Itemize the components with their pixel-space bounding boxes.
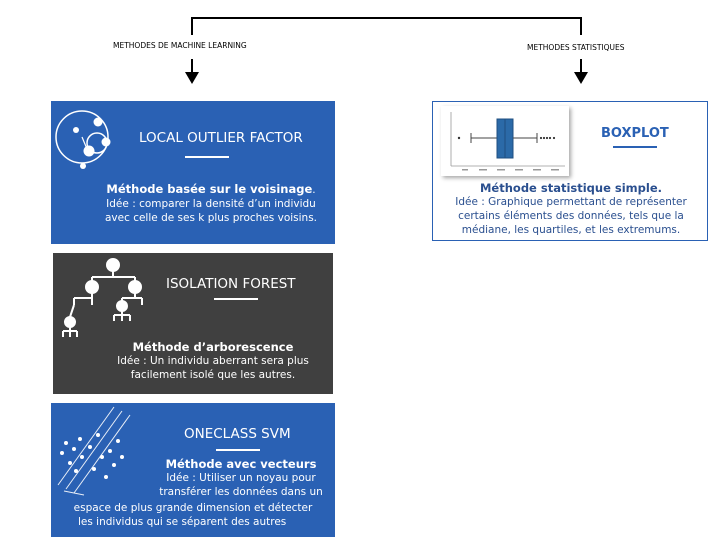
left-branch-label: METHODES DE MACHINE LEARNING <box>113 41 247 50</box>
right-arrow-head <box>574 72 588 84</box>
lof-method-suffix: . <box>312 184 316 196</box>
boxplot-method: Méthode statistique simple. <box>479 181 663 195</box>
left-arrow-shaft <box>191 59 193 73</box>
iforest-title: ISOLATION FOREST <box>166 276 296 292</box>
lof-title-rule <box>185 156 229 158</box>
ocsvm-title: ONECLASS SVM <box>184 426 291 442</box>
ocsvm-title-rule <box>216 449 260 451</box>
boxplot-title: BOXPLOT <box>601 126 669 141</box>
tree-hierarchy-icon <box>62 258 143 337</box>
ocsvm-method: Méthode avec vecteurs <box>165 457 317 471</box>
left-drop <box>191 17 193 35</box>
boxplot-title-rule <box>613 146 657 148</box>
lof-title: LOCAL OUTLIER FACTOR <box>139 130 303 146</box>
boxplot-body: Méthode statistique simple. Idée : Graph… <box>433 181 709 237</box>
lof-card: LOCAL OUTLIER FACTOR Méthode basée sur l… <box>51 101 335 244</box>
iforest-desc-line-1: Idée : Un individu aberrant sera plus <box>117 355 309 367</box>
iforest-method: Méthode d’arborescence <box>132 340 294 354</box>
left-arrow-head <box>185 72 199 84</box>
ocsvm-desc-line-3: espace de plus grande dimension et détec… <box>73 502 313 514</box>
ocsvm-desc-line-4: les individus qui se séparent des autres <box>78 516 287 528</box>
right-branch-label: METHODES STATISTIQUES <box>527 43 625 52</box>
svm-hyperplane-icon <box>57 406 131 496</box>
boxplot-desc-line-2: certains éléments des données, tels que … <box>458 210 684 222</box>
ocsvm-card: ONECLASS SVM Méthode avec vecteurs Idée … <box>51 403 335 537</box>
iforest-body: Méthode d’arborescence Idée : Un individ… <box>93 340 333 382</box>
iforest-desc-line-2: facilement isolé que les autres. <box>130 369 296 381</box>
iforest-card: ISOLATION FOREST Méthode d’arborescence … <box>53 253 333 394</box>
right-arrow-shaft <box>580 59 582 73</box>
boxplot-card: BOXPLOT Méthode statistique simple. Idée… <box>432 101 708 241</box>
iforest-title-rule <box>214 298 258 300</box>
neighborhood-circles-icon <box>55 110 111 169</box>
ocsvm-body-wide: espace de plus grande dimension et détec… <box>51 501 335 529</box>
ocsvm-body: Méthode avec vecteurs Idée : Utiliser un… <box>151 457 331 499</box>
lof-desc-line-1: Idée : comparer la densité d’un individu <box>106 198 316 210</box>
ocsvm-desc-line-2: transférer les données dans un <box>159 486 323 498</box>
boxplot-desc-line-3: médiane, les quartiles, et les extremums… <box>461 224 681 236</box>
boxplot-desc-line-1: Idée : Graphique permettant de représent… <box>455 196 687 208</box>
boxplot-chart-icon <box>441 106 569 176</box>
top-connector <box>191 17 582 19</box>
ocsvm-desc-line-1: Idée : Utiliser un noyau pour <box>166 472 316 484</box>
lof-body: Méthode basée sur le voisinage. Idée : c… <box>79 182 343 225</box>
lof-method: Méthode basée sur le voisinage <box>106 182 313 196</box>
lof-desc-line-2: avec celle de ses k plus proches voisins… <box>104 212 318 224</box>
right-drop <box>580 17 582 35</box>
